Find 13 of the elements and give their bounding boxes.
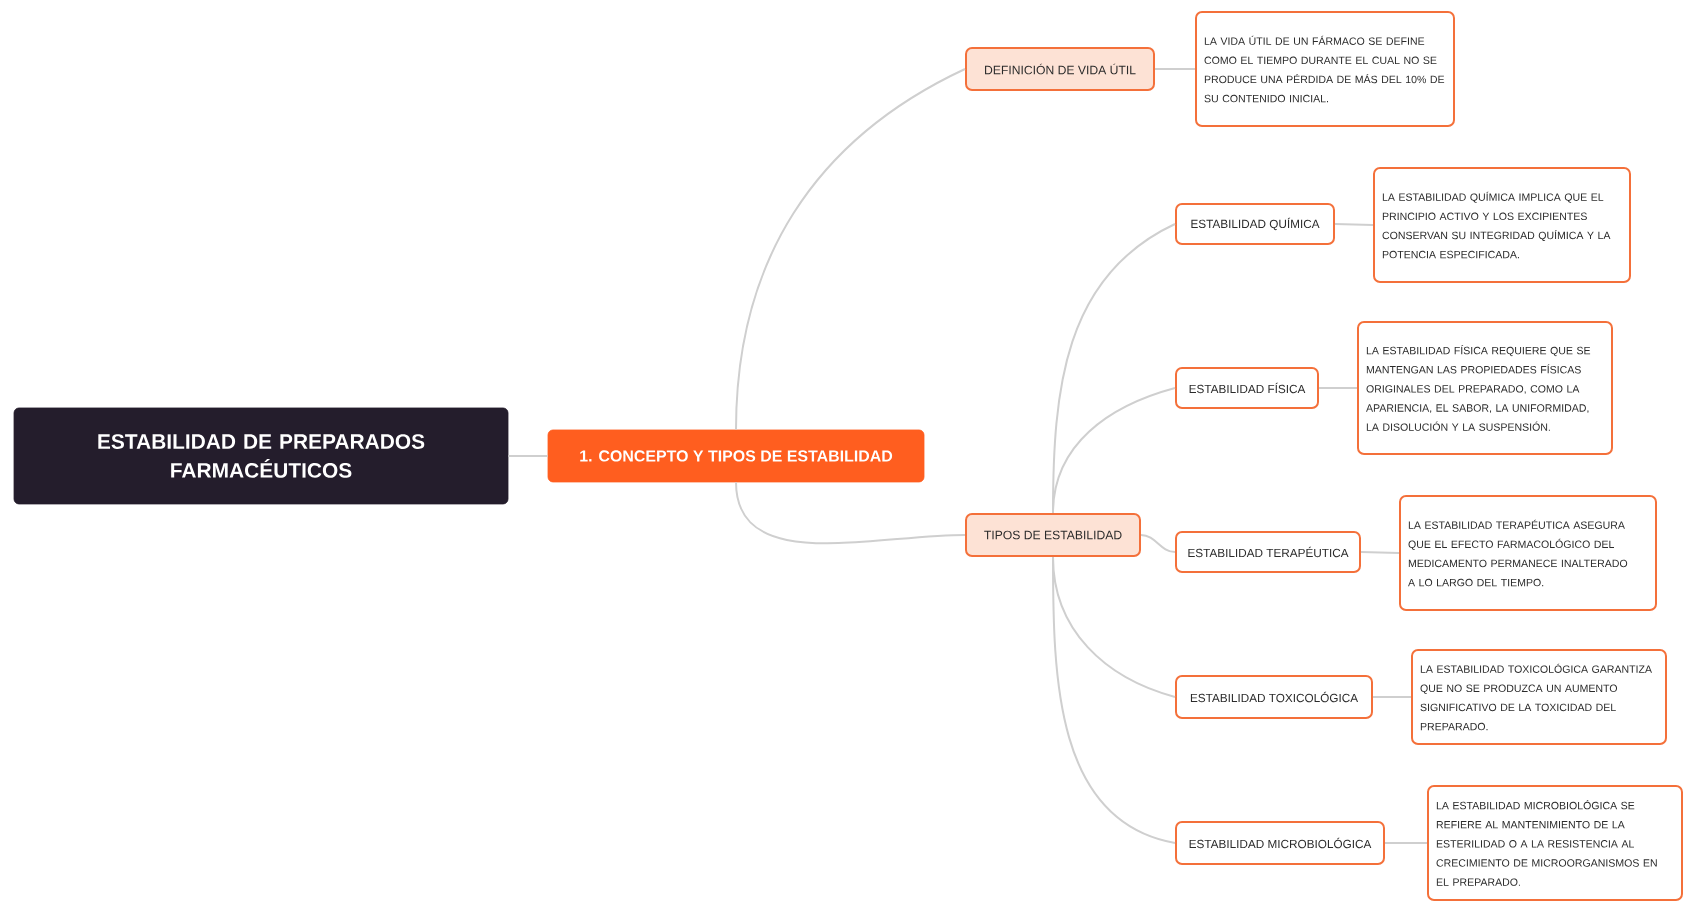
connector-line: [735, 481, 966, 545]
central-topic-box: ESTABILIDAD DE PREPARADOS FARMACÉUTICOS: [13, 407, 509, 505]
connector-line: [1318, 386, 1358, 389]
connector-line: [1052, 386, 1176, 514]
connector-line: [1140, 533, 1176, 553]
connector-line: [1360, 550, 1400, 554]
connector-line: [735, 68, 966, 431]
connector-line: [1334, 222, 1374, 226]
connector-line: [1052, 555, 1176, 844]
connector-line: [1372, 695, 1412, 698]
connector-line: [1384, 841, 1428, 844]
connector-line: [1154, 68, 1196, 70]
connector-line: [507, 454, 549, 457]
